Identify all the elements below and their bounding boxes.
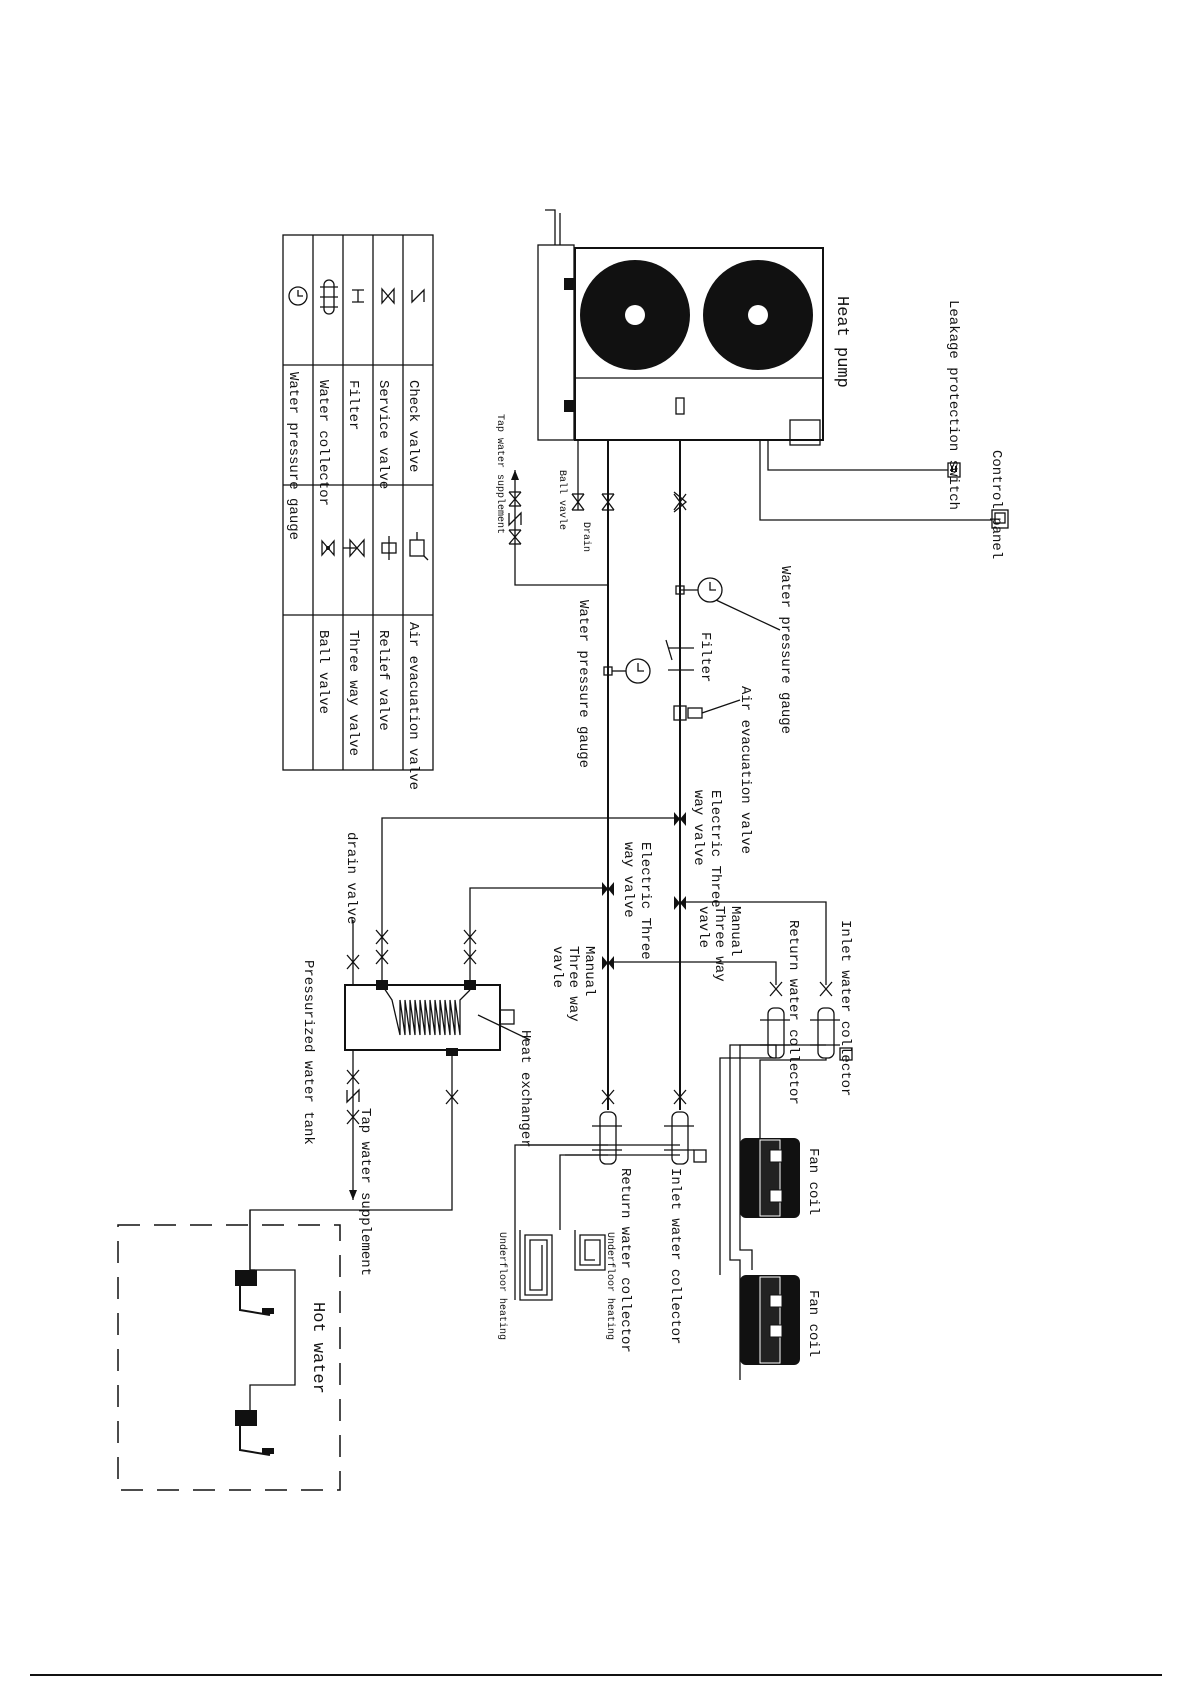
- inlet-water-collector-underfloor: [664, 1089, 707, 1165]
- legend-ball-valve-label: Ball valve: [315, 630, 331, 714]
- fan-coil-unit-icon: [740, 1138, 800, 1218]
- leakage-protection-switch: [767, 440, 961, 478]
- legend-air-evacuation-label: Air evacuation valve: [405, 622, 421, 790]
- fan-coil-1-label: Fan coil: [805, 1148, 821, 1215]
- legend-filter-label: Filter: [345, 380, 361, 430]
- tap-water-supplement-bottom-label: Tap water supplement: [357, 1108, 373, 1276]
- leakage-switch-label: Leakage protection switch: [945, 300, 961, 510]
- electric-3way-2-line1: Electric Three: [637, 842, 653, 960]
- relief-valve-symbol-icon: [381, 536, 397, 560]
- page-bottom-rule: [30, 1674, 1162, 1676]
- legend-relief-valve-label: Relief valve: [375, 630, 391, 731]
- fan-coil-2-label: Fan coil: [805, 1290, 821, 1357]
- manual-3way-2-line2: Three way: [565, 946, 581, 1022]
- drain-label: Drain: [580, 522, 592, 552]
- legend-water-pressure-gauge-label: Water pressure gauge: [285, 372, 301, 540]
- ball-valve-symbol-icon: [321, 539, 335, 557]
- drain-valve-label: drain valve: [343, 832, 359, 924]
- legend-check-valve-label: Check valve: [405, 380, 421, 472]
- electric-3way-2-line2: way valve: [620, 842, 636, 918]
- underfloor-1-label: Underfloor heating: [496, 1232, 508, 1340]
- water-pressure-gauge-upper-label: Water pressure gauge: [777, 566, 793, 734]
- manual-3way-1-line3: vavle: [695, 906, 711, 948]
- pressure-gauge-symbol-icon: [288, 286, 308, 306]
- electric-3way-1-line1: Electric Three: [707, 790, 723, 908]
- manual-3way-2-line3: vavle: [549, 946, 565, 988]
- electric-three-way-valve-icon: [602, 882, 614, 896]
- three-way-valve-symbol-icon: [343, 538, 365, 558]
- pressurized-tank-label: Pressurized water tank: [300, 960, 316, 1145]
- water-pressure-gauge-icon: [603, 658, 651, 684]
- ball-valve-icon: [673, 491, 688, 513]
- control-panel: [759, 440, 1009, 529]
- filter-icon: [665, 639, 694, 671]
- legend-service-valve-label: Service valve: [375, 380, 391, 489]
- hot-water-zone: [117, 1210, 341, 1491]
- faucet-icon: [235, 1410, 274, 1456]
- manual-three-way-valve-icon: [602, 956, 614, 970]
- service-valve-symbol-icon: [381, 287, 395, 305]
- water-pressure-gauge-icon: [675, 577, 781, 631]
- hot-water-label: Hot water: [308, 1302, 327, 1394]
- underfloor-2-label: Underfloor heating: [604, 1232, 616, 1340]
- heat-pump-label: Heat pump: [832, 296, 851, 388]
- manual-three-way-valve-icon: [674, 896, 686, 910]
- tap-water-supplement-top-label: Tap water supplement: [494, 414, 506, 534]
- air-evacuation-label: Air evacuation valve: [737, 686, 753, 854]
- inlet-collector-2-label: Inlet water collector: [667, 1168, 683, 1344]
- filter-symbol-icon: [352, 289, 364, 303]
- water-pressure-gauge-lower-label: Water pressure gauge: [575, 600, 591, 768]
- fan-icon: [703, 260, 813, 370]
- ball-vavle-label: Ball vavle: [556, 470, 568, 530]
- manual-3way-2-line1: Manual: [581, 946, 597, 996]
- return-collector-1-label: Return water collector: [785, 920, 801, 1105]
- legend-three-way-valve-label: Three way valve: [345, 630, 361, 756]
- underfloor-heating-coil-icon: [519, 1230, 553, 1301]
- fan-coil-unit-icon: [740, 1275, 800, 1365]
- pressurized-water-tank: [344, 980, 515, 1056]
- faucet-icon: [235, 1270, 274, 1316]
- ball-valve-icon: [601, 493, 615, 511]
- water-collector-symbol-icon: [320, 279, 338, 315]
- electric-3way-1-line2: way valve: [690, 790, 706, 866]
- heat-exchanger-label: Heat exchanger: [517, 1030, 533, 1148]
- legend-table: Check valve Service valve Filter Water c…: [282, 234, 434, 790]
- return-collector-2-label: Return water collector: [617, 1168, 633, 1353]
- heat-pump-unit: [537, 209, 824, 446]
- air-evacuation-valve-icon: [673, 699, 741, 721]
- manual-3way-1-line2: Three way: [711, 906, 727, 982]
- legend-water-collector-label: Water collector: [315, 380, 331, 506]
- main-pipes: [514, 440, 681, 1110]
- drain-ball-valve-icon: [571, 493, 585, 511]
- tap-supply-valves-icon: [508, 470, 522, 545]
- electric-three-way-valve-icon: [674, 812, 686, 826]
- check-valve-symbol-icon: [411, 288, 425, 304]
- filter-label: Filter: [697, 632, 713, 682]
- manual-3way-1-line1: Manual: [727, 906, 743, 956]
- return-water-collector-underfloor: [592, 1089, 622, 1165]
- inlet-collector-1-label: Inlet water collector: [837, 920, 853, 1096]
- air-evacuation-symbol-icon: [409, 532, 429, 561]
- underfloor-heating-coil-icon: [574, 1230, 606, 1271]
- fan-icon: [580, 260, 690, 370]
- control-panel-label: Control panel: [988, 450, 1004, 559]
